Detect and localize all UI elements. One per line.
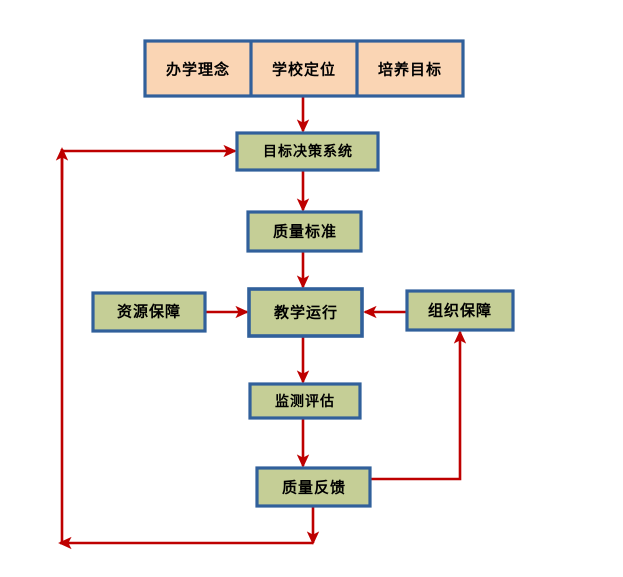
node-label-zhi-liang-biao-zhun: 质量标准	[273, 223, 337, 241]
top-inputs-row: 办学理念 学校定位 培养目标	[143, 39, 465, 98]
node-label-jian-ce-ping-gu: 监测评估	[275, 393, 335, 410]
node-box	[405, 289, 515, 332]
node-box	[235, 131, 380, 172]
node-label-xue-xiao-ding-wei: 学校定位	[272, 61, 336, 79]
node-box	[248, 382, 362, 420]
node-zhi-liang-biao-zhun[interactable]: 质量标准	[246, 210, 363, 253]
node-label-pei-yang-mu-biao: 培养目标	[378, 61, 442, 79]
top-row-frame	[143, 39, 465, 98]
node-label-zu-zhi-bao-zhang: 组织保障	[428, 302, 492, 320]
node-jiao-xue-yun-xing[interactable]: 教学运行	[247, 287, 364, 338]
node-box	[247, 287, 364, 338]
connector-feedback-to-organization	[370, 330, 467, 481]
node-zhi-liang-fan-kui[interactable]: 质量反馈	[255, 466, 372, 508]
node-zi-yuan-bao-zhang[interactable]: 资源保障	[91, 291, 207, 333]
node-label-zi-yuan-bao-zhang: 资源保障	[117, 303, 181, 321]
node-label-ban-xue-li-nian: 办学理念	[166, 61, 230, 79]
connector-left-riser-to-decision	[60, 144, 237, 543]
node-box	[255, 466, 372, 508]
node-jian-ce-ping-gu[interactable]: 监测评估	[248, 382, 362, 420]
connectors-layer	[55, 96, 467, 550]
node-label-jiao-xue-yun-xing: 教学运行	[273, 304, 338, 322]
node-box	[91, 291, 207, 333]
node-label-zhi-liang-fan-kui: 质量反馈	[282, 479, 346, 497]
node-box	[246, 210, 363, 253]
node-zu-zhi-bao-zhang[interactable]: 组织保障	[405, 289, 515, 332]
node-label-mu-biao-jue-ce-xi-tong: 目标决策系统	[263, 143, 353, 160]
node-mu-biao-jue-ce-xi-tong[interactable]: 目标决策系统	[235, 131, 380, 172]
